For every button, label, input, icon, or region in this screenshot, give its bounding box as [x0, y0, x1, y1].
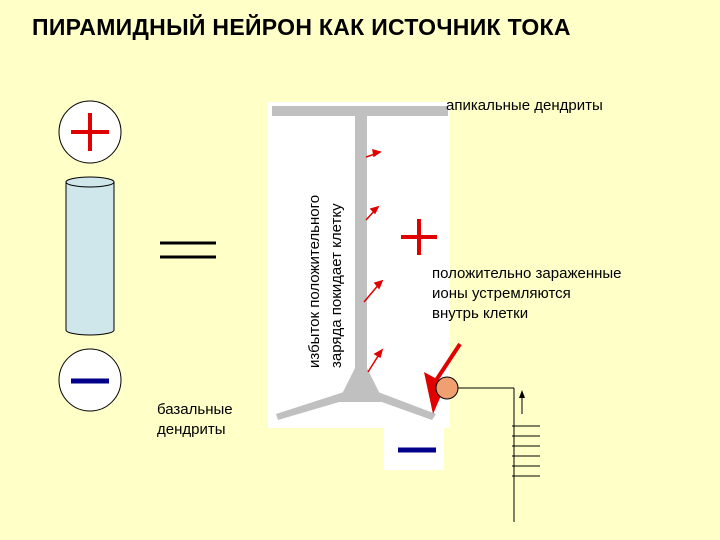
minus-symbol-right [384, 428, 444, 470]
basal-dendrite-right [376, 392, 436, 420]
basal-label-line1: базальные [157, 401, 233, 418]
outflow-label-line2: заряда покидает клетку [328, 203, 345, 368]
basal-dendrite-left [276, 392, 346, 420]
cylinder [65, 176, 115, 336]
outflow-label: избыток положительного заряда покидает к… [304, 118, 354, 368]
ions-label-line3: внутрь клетки [432, 305, 529, 322]
outflow-arrows [363, 148, 384, 373]
apical-branch [272, 106, 448, 116]
ions-label: положительно зараженные ионы устремляютс… [432, 264, 622, 324]
pyramidal-neuron [272, 106, 448, 420]
basal-label-line2: дендриты [157, 421, 226, 438]
ions-label-line2: ионы устремляются [432, 285, 571, 302]
apical-dendrites-label: апикальные дендриты [446, 97, 603, 114]
outflow-label-line1: избыток положительного [306, 194, 323, 368]
recording-electrode [435, 376, 540, 522]
soma [338, 356, 384, 402]
page-title: ПИРАМИДНЫЙ НЕЙРОН КАК ИСТОЧНИК ТОКА [32, 14, 571, 40]
equals-sign [160, 241, 216, 259]
ions-label-line1: положительно зараженные [432, 265, 622, 282]
basal-dendrites-label: базальные дендриты [157, 400, 233, 440]
plus-symbol-left [58, 100, 122, 164]
plus-symbol-right [401, 219, 437, 255]
apical-trunk [355, 112, 367, 374]
minus-symbol-left [58, 348, 122, 412]
